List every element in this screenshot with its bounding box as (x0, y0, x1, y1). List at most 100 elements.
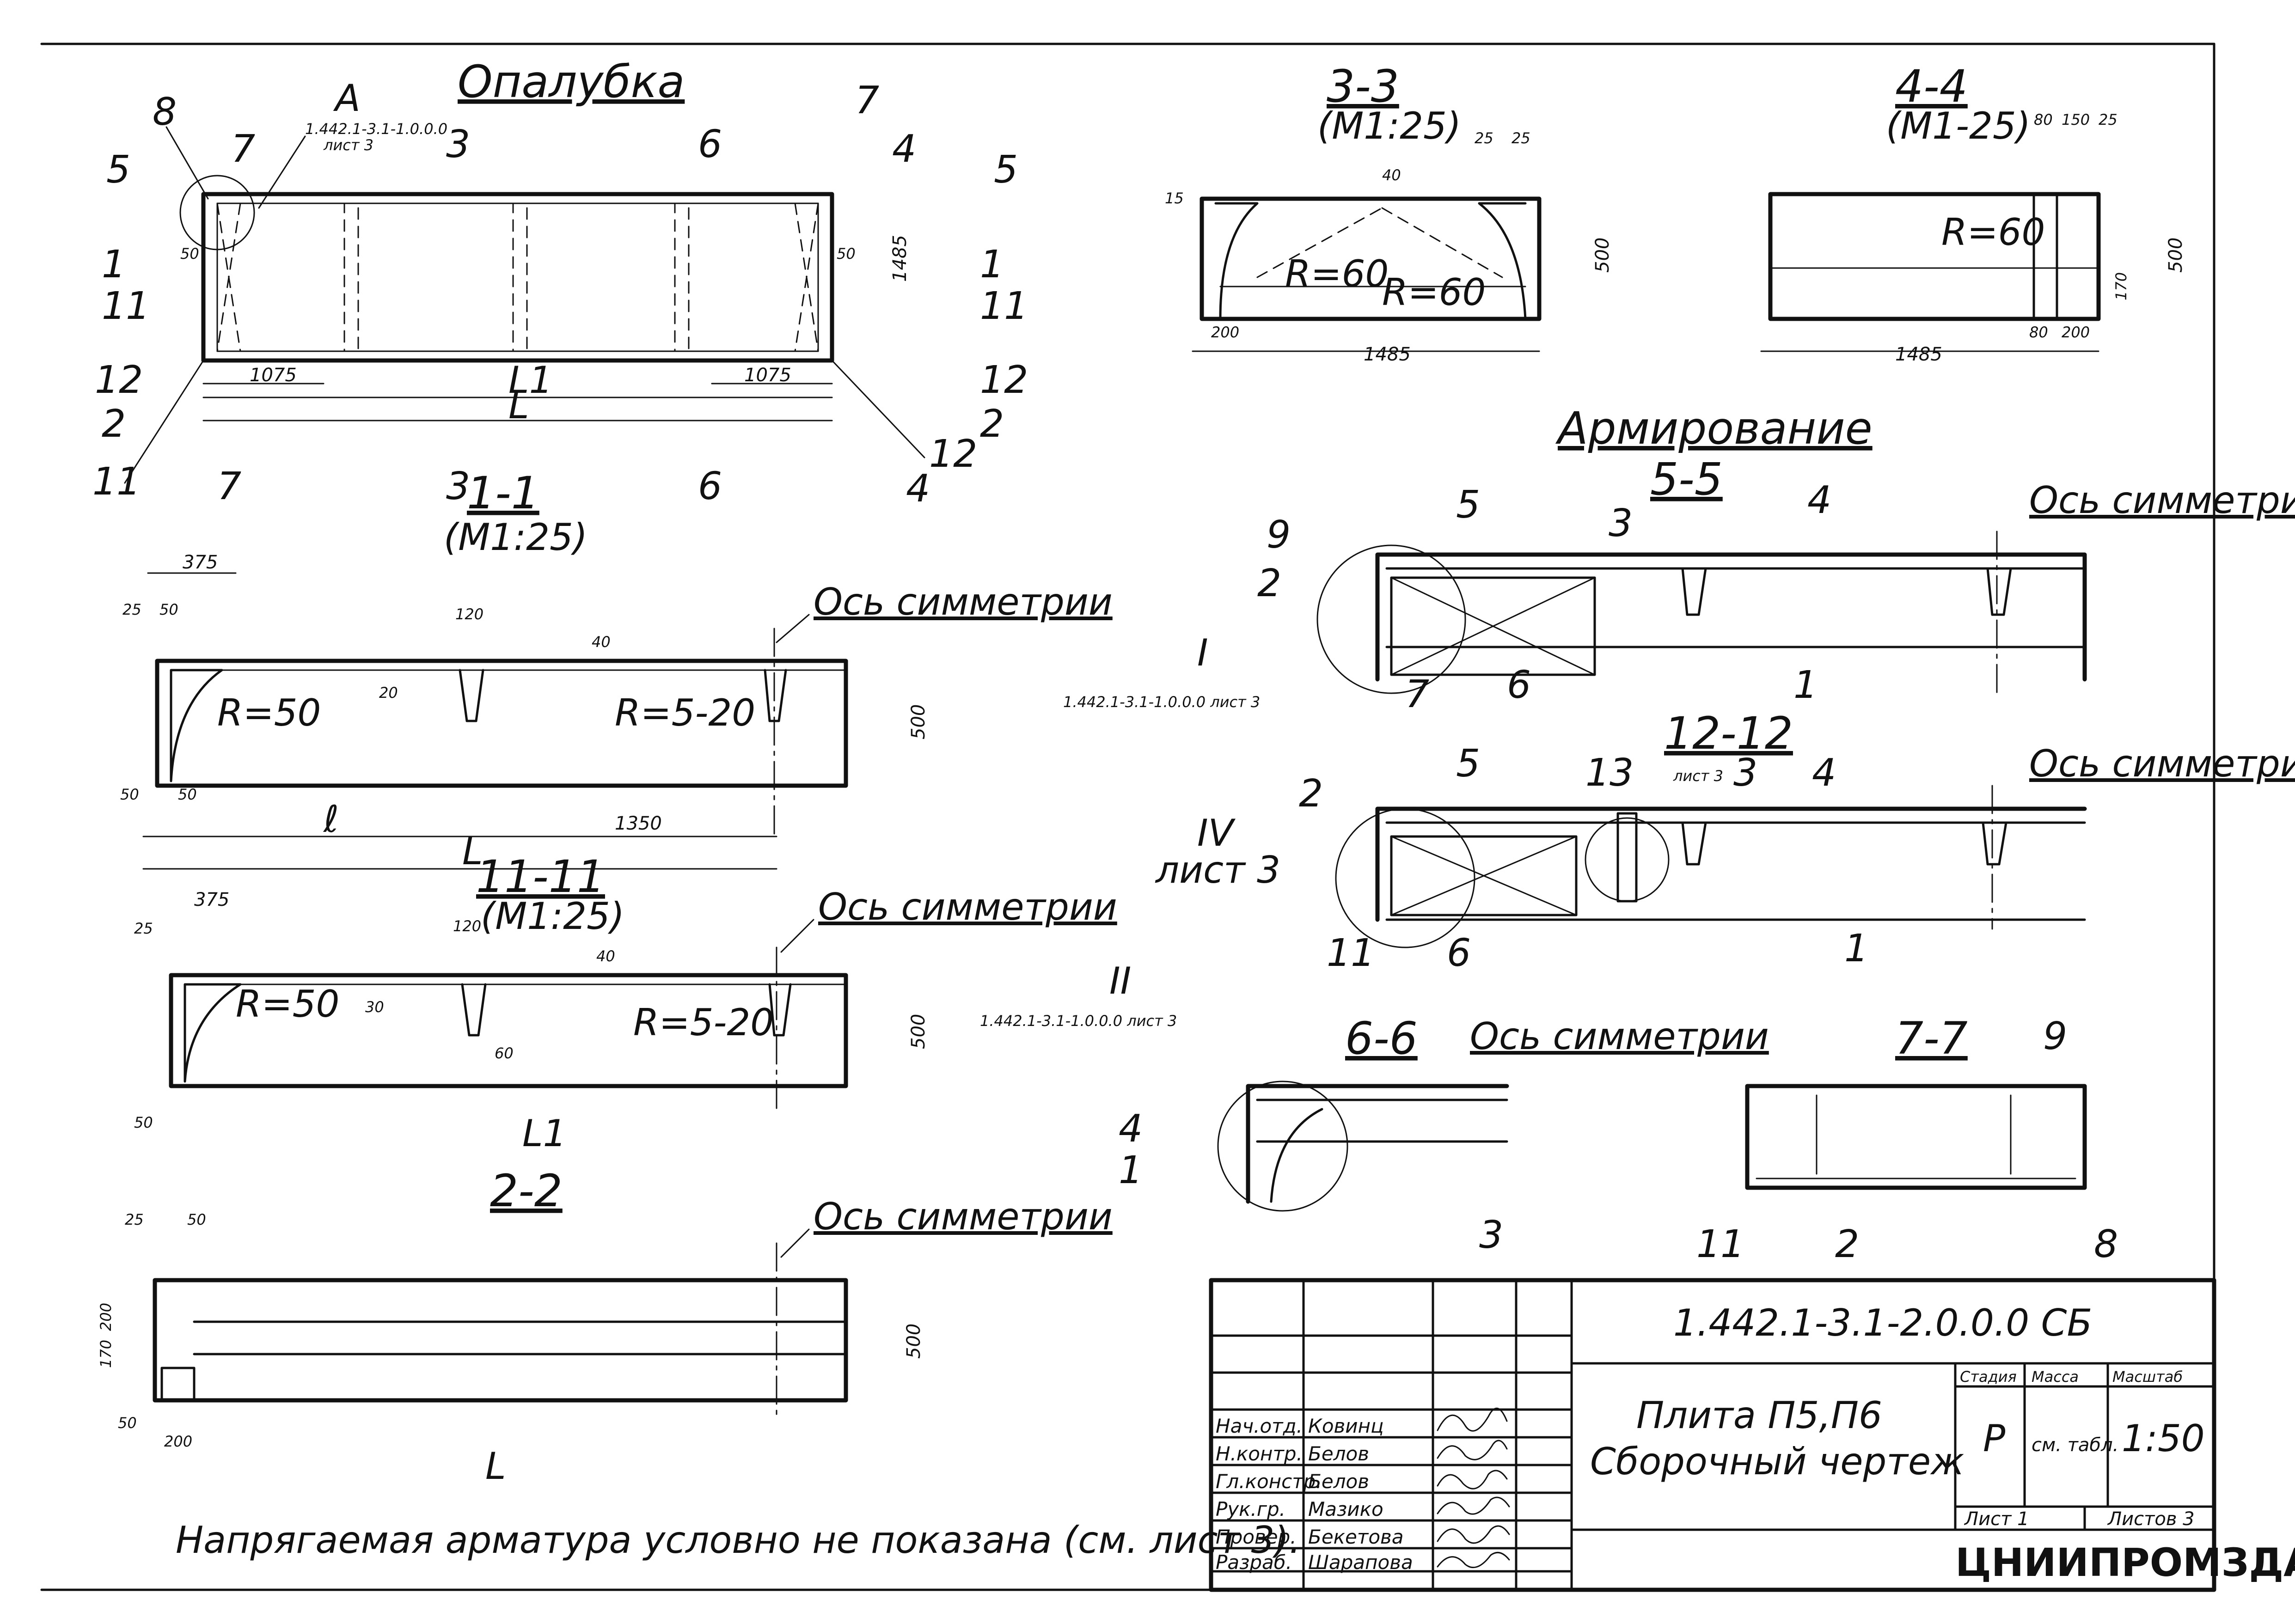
dim-50-plan-left: 50 (180, 245, 199, 263)
cut-1-left: 1 (102, 243, 126, 287)
cut-7-top-right: 7 (855, 79, 879, 122)
dim-1485-3-3: 1485 (1364, 344, 1411, 365)
dim-80-bot-4-4: 80 (2029, 324, 2048, 341)
axis-sym-6-6: Ось симметрии (1470, 1015, 1769, 1058)
dim-1485-4-4: 1485 (1895, 344, 1942, 365)
callout-8: 8 (153, 90, 177, 134)
tb-name-4: Мазико (1308, 1498, 1383, 1520)
node-iv-small-ref: лист 3 (1673, 767, 1723, 785)
sec-2-2-title: 2-2 (490, 1165, 563, 1217)
callout-1-5-5: 1 (1793, 663, 1818, 707)
dim-80-4-4: 80 (2034, 111, 2053, 128)
tb-stage: Р (1983, 1417, 2006, 1460)
dim-200-3-3: 200 (1211, 324, 1239, 341)
tb-role-1: Нач.отд. (1216, 1415, 1303, 1437)
dim-L-1-1: L (462, 830, 483, 873)
cut-4-bottom: 4 (906, 467, 930, 511)
dim-30-11-11: 30 (365, 998, 384, 1016)
dim-200-4-4: 200 (2062, 324, 2090, 341)
dim-375-1-1: 375 (183, 552, 218, 573)
dim-1485-plan: 1485 (889, 235, 911, 282)
dim-125-3-3: 25 (1475, 129, 1493, 147)
sec-4-4-title: 4-4 (1895, 61, 1968, 112)
dim-1075-left: 1075 (250, 365, 297, 386)
dim-60-11-11: 60 (495, 1044, 514, 1062)
dim-25-11-11: 25 (134, 920, 153, 937)
sec-3-3-scale: (М1:25) (1317, 104, 1461, 147)
dim-50-top-2-2: 50 (187, 1211, 206, 1228)
section-3-3: 3-3 (М1:25) 25 25 40 15 R=60 R=60 500 20… (1165, 61, 1613, 365)
sec-11-11-title: 11-11 (476, 851, 605, 903)
signature-6 (1437, 1551, 1510, 1569)
section-2-2: 2-2 25 50 170 200 500 50 200 L Ось симме… (97, 1165, 1113, 1488)
cut-12-right: 12 (980, 358, 1028, 402)
dim-50-bot-2-2: 50 (118, 1414, 137, 1432)
tb-role-3: Гл.констр. (1216, 1470, 1322, 1493)
r60-3-3-b: R=60 (1382, 271, 1486, 314)
sec-5-5-title: 5-5 (1650, 453, 1723, 505)
tb-drawing-type: Сборочный чертеж (1590, 1440, 1964, 1483)
callout-9-7-7: 9 (2043, 1014, 2067, 1058)
node-i-ref: 1.442.1-3.1-1.0.0.0 лист 3 (1063, 693, 1260, 711)
tb-col-stage: Стадия (1960, 1368, 2017, 1386)
tb-product-name: Плита П5,П6 (1636, 1394, 1882, 1437)
callout-2-5-5: 2 (1257, 562, 1281, 605)
callout-9-5-5: 9 (1267, 513, 1291, 557)
sec-1-1-title: 1-1 (467, 467, 539, 519)
axis-sym-1-1: Ось симметрии (814, 580, 1113, 623)
dim-170-4-4: 170 (2112, 272, 2130, 300)
cut-2-left: 2 (102, 402, 126, 446)
cut-5-right: 5 (994, 148, 1018, 192)
r50-11-11: R=50 (236, 983, 339, 1026)
cut-3-top: 3 (446, 122, 470, 166)
callout-13-12-12: 13 (1585, 751, 1634, 795)
title-block: 1.442.1-3.1-2.0.0.0 СБ Плита П5,П6 Сборо… (1209, 1278, 2295, 1592)
dim-25-3-3: 25 (1512, 129, 1530, 147)
dim-1075-right: 1075 (744, 365, 791, 386)
dim-50-plan-right: 50 (837, 245, 856, 263)
callout-2-12-12: 2 (1299, 772, 1323, 816)
tb-role-5: Провер. (1216, 1526, 1297, 1548)
formwork-plan-view: Опалубка А 1.442.1-3.1-1.0.0.0 лист 3 10… (92, 56, 1028, 511)
callout-1-12-12: 1 (1844, 927, 1868, 971)
tb-org: ЦНИИПРОМЗДАНИЙ (1955, 1540, 2295, 1585)
callout-2-7-7: 2 (1835, 1222, 1859, 1266)
callout-11-plan: 11 (92, 460, 141, 504)
tb-role-2: Н.контр. (1216, 1442, 1303, 1465)
callout-12-plan: 12 (929, 432, 977, 476)
section-1-1: 1-1 (М1:25) 375 25 50 120 40 20 R=50 R=5… (120, 467, 1113, 873)
dim-40-3-3: 40 (1382, 166, 1401, 184)
callout-4-12-12: 4 (1812, 751, 1836, 795)
signature-1 (1437, 1407, 1508, 1432)
prestressed-note: Напрягаемая арматура условно не показана… (176, 1519, 1301, 1562)
callout-11-7-7: 11 (1696, 1222, 1744, 1266)
dim-50-top-1-1: 50 (159, 601, 178, 618)
dim-25-1-1: 25 (122, 601, 141, 618)
cut-2-right: 2 (980, 402, 1004, 446)
callout-3-12-12: 3 (1733, 751, 1757, 795)
tb-name-1: Ковинц (1308, 1415, 1384, 1437)
sec-11-11-scale: (М1:25) (481, 895, 624, 938)
dim-200-2-2: 200 (164, 1433, 192, 1450)
axis-sym-2-2: Ось симметрии (814, 1195, 1113, 1238)
callout-5-12-12: 5 (1456, 742, 1480, 786)
dim-500-1-1: 500 (908, 704, 929, 739)
dim-120-1-1: 120 (455, 605, 483, 623)
signature-3 (1437, 1470, 1508, 1490)
node-iv-ref: лист 3 (1155, 849, 1280, 891)
tb-col-scale: Масштаб (2112, 1368, 2183, 1386)
signature-2 (1437, 1440, 1508, 1460)
sec-3-3-title: 3-3 (1327, 61, 1399, 112)
tb-role-6: Разраб. (1216, 1551, 1292, 1574)
cut-5-left: 5 (106, 148, 130, 192)
tb-name-3: Белов (1308, 1470, 1369, 1493)
reinforcement-views: Армирование 5-5 9 2 5 3 4 6 1 7 I 1.442.… (980, 403, 2295, 1266)
callout-4-6-6: 4 (1119, 1107, 1143, 1151)
cut-1-right: 1 (980, 243, 1004, 287)
reinforcement-title: Армирование (1555, 403, 1873, 454)
callout-4-5-5: 4 (1807, 478, 1831, 522)
r60-3-3-a: R=60 (1285, 252, 1389, 295)
signature-5 (1437, 1525, 1510, 1544)
tb-sheet: Лист 1 (1964, 1508, 2029, 1530)
